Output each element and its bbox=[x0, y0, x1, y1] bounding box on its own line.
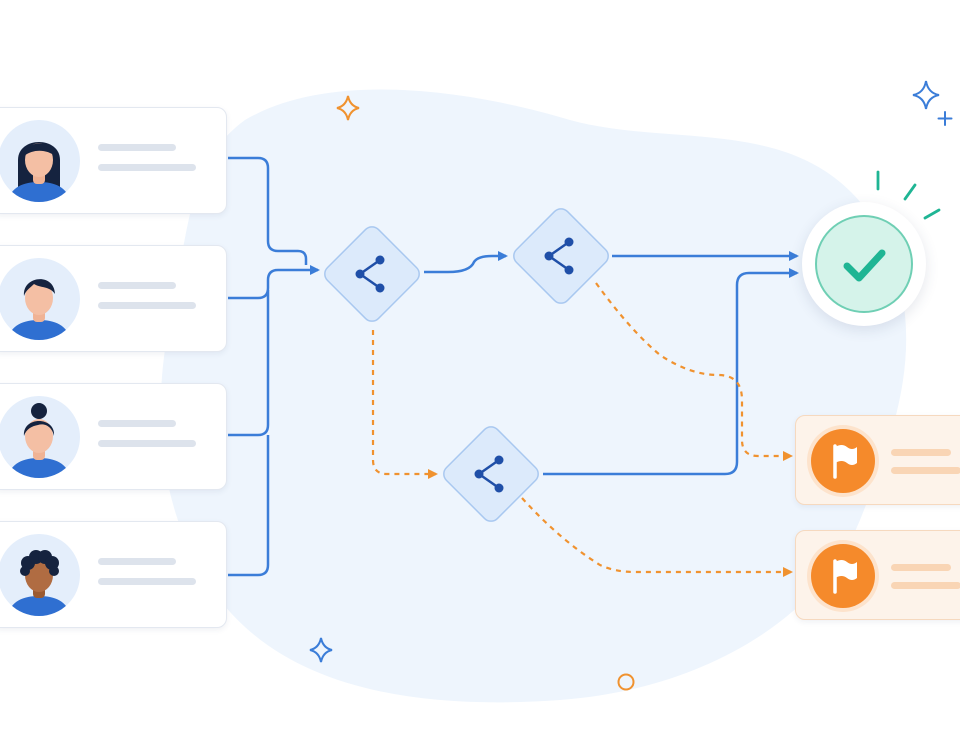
text-placeholder bbox=[98, 420, 176, 427]
text-placeholder bbox=[98, 440, 196, 447]
approved-outcome[interactable] bbox=[802, 202, 926, 326]
flag-icon bbox=[833, 444, 857, 479]
sparkle-icon bbox=[937, 111, 953, 126]
text-placeholder bbox=[98, 578, 196, 585]
text-placeholder bbox=[98, 558, 176, 565]
text-placeholder bbox=[98, 302, 196, 309]
branch-icon bbox=[355, 255, 385, 293]
flagged-card[interactable] bbox=[795, 530, 960, 620]
user-card[interactable] bbox=[0, 245, 227, 352]
flag-icon bbox=[833, 559, 857, 594]
woman-bun-hair-avatar bbox=[0, 396, 80, 478]
man-short-hair-avatar bbox=[0, 258, 80, 340]
text-placeholder bbox=[98, 282, 176, 289]
user-card[interactable] bbox=[0, 107, 227, 214]
text-placeholder bbox=[891, 449, 951, 456]
background-blob bbox=[160, 89, 907, 703]
text-placeholder bbox=[891, 564, 951, 571]
text-placeholder bbox=[98, 144, 176, 151]
flagged-connectors bbox=[371, 282, 793, 577]
text-placeholder bbox=[891, 467, 960, 474]
man-curly-hair-avatar bbox=[0, 534, 80, 616]
decision-node[interactable] bbox=[440, 423, 542, 525]
branch-icon bbox=[474, 455, 504, 493]
sparkle-icon bbox=[336, 95, 360, 121]
decision-node[interactable] bbox=[510, 205, 612, 307]
woman-long-hair-avatar bbox=[0, 120, 80, 202]
flag-badge bbox=[811, 544, 875, 608]
decor-circle bbox=[617, 673, 635, 691]
flagged-card[interactable] bbox=[795, 415, 960, 505]
text-placeholder bbox=[891, 582, 960, 589]
branch-icon bbox=[544, 237, 574, 275]
user-card[interactable] bbox=[0, 383, 227, 490]
user-card[interactable] bbox=[0, 521, 227, 628]
approved-connectors bbox=[228, 156, 799, 577]
decision-node[interactable] bbox=[321, 223, 423, 325]
checkmark-icon bbox=[843, 249, 886, 282]
celebration-rays bbox=[876, 170, 941, 220]
text-placeholder bbox=[98, 164, 196, 171]
sparkle-icon bbox=[309, 637, 333, 663]
sparkle-icon bbox=[912, 80, 940, 110]
flag-badge bbox=[811, 429, 875, 493]
success-badge bbox=[815, 215, 913, 313]
